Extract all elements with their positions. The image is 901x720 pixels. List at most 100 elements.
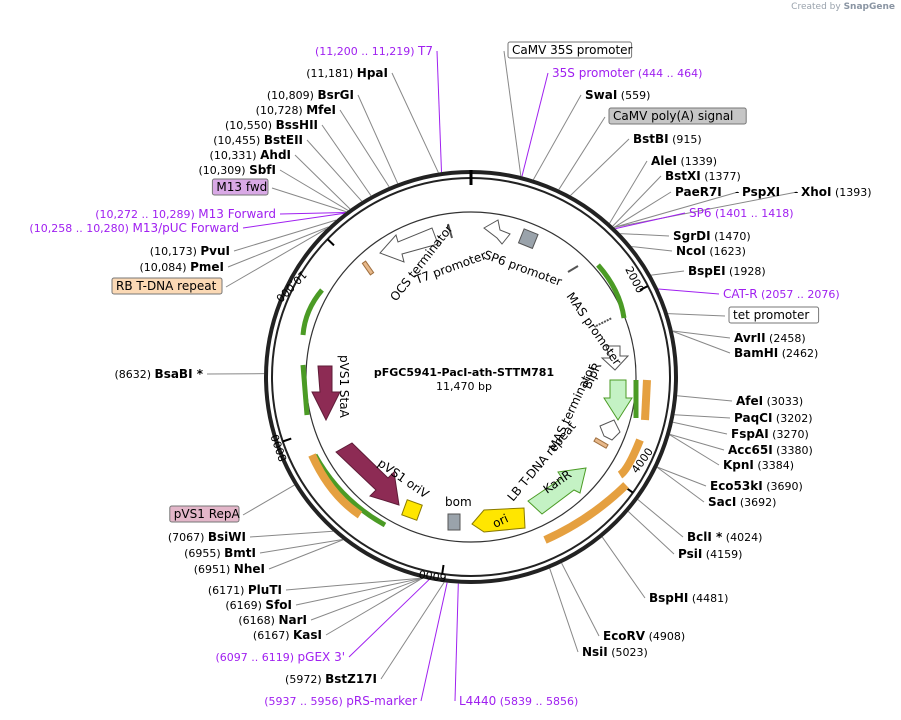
- leader-left-18: [268, 539, 344, 570]
- site-left-8-m13-fwd[interactable]: M13 fwd: [211, 178, 269, 196]
- site-left-17-bmti[interactable]: (6955) BmtI: [184, 546, 256, 560]
- site-left-21-nari[interactable]: (6168) NarI: [238, 613, 307, 627]
- site-left-0-t7[interactable]: (11,200 .. 11,219) T7: [315, 44, 433, 58]
- leader-left-7: [279, 169, 349, 211]
- site-right-15-tet-promoter[interactable]: tet promoter: [728, 306, 820, 324]
- site-left-13-rb-t-dna-repeat[interactable]: RB T-DNA repeat: [111, 277, 223, 295]
- site-right-12-ncoi[interactable]: NcoI (1623): [676, 244, 746, 258]
- inner-label-sp6-promoter: SP6 promoter: [482, 248, 564, 289]
- mas-terminator-arrow: [599, 419, 621, 441]
- leader-right-23: [657, 466, 707, 487]
- site-left-24-bstz17i[interactable]: (5972) BstZ17I: [285, 672, 377, 686]
- site-coord: (3692): [736, 496, 776, 509]
- site-right-18-afei[interactable]: AfeI (3033): [736, 394, 803, 408]
- site-right-2-swai[interactable]: SwaI (559): [585, 88, 650, 102]
- site-left-2-bsrgi[interactable]: (10,809) BsrGI: [267, 88, 354, 102]
- site-right-27-bsphi[interactable]: BspHI (4481): [649, 591, 728, 605]
- site-right-20-fspai[interactable]: FspAI (3270): [731, 427, 809, 441]
- site-left-20-sfoi[interactable]: (6169) SfoI: [225, 598, 292, 612]
- leader-left-1: [391, 72, 439, 173]
- site-coord: (11,181): [306, 67, 357, 80]
- site-right-13-bspei[interactable]: BspEI (1928): [688, 264, 766, 278]
- box-label-pvs1-repa: pVS1 RepA: [174, 507, 241, 521]
- site-left-10-m13-puc-forward[interactable]: (10,258 .. 10,280) M13/pUC Forward: [29, 221, 239, 235]
- orange-arc-3: [617, 438, 644, 479]
- site-left-3-mfei[interactable]: (10,728) MfeI: [256, 103, 336, 117]
- site-right-8-pspxi[interactable]: PspXI: [742, 185, 780, 199]
- site-name: PaqCI: [734, 411, 772, 425]
- site-left-15-pvs1-repa[interactable]: pVS1 RepA: [169, 505, 241, 523]
- plasmid-name: pFGC5941-PacI-ath-STTM781: [374, 366, 554, 379]
- leader-left-4: [321, 124, 372, 197]
- site-left-25-prs-marker[interactable]: (5937 .. 5956) pRS-marker: [264, 694, 417, 708]
- site-left-7-sbfi[interactable]: (10,309) SbfI: [199, 163, 277, 177]
- tick-mark-2: [441, 564, 445, 575]
- leader-right-7: [613, 191, 672, 228]
- site-left-23-pgex-3[interactable]: (6097 .. 6119) pGEX 3': [215, 650, 345, 664]
- site-left-19-pluti[interactable]: (6171) PluTI: [208, 583, 282, 597]
- site-right-1-35s-promoter[interactable]: 35S promoter (444 .. 464): [552, 66, 702, 80]
- site-left-1-hpai[interactable]: (11,181) HpaI: [306, 66, 388, 80]
- mas-promoter-arrow: [600, 345, 630, 371]
- site-right-29-nsii[interactable]: NsiI (5023): [582, 645, 648, 659]
- site-coord: (5937 .. 5956): [264, 695, 346, 708]
- site-right-23-eco53ki[interactable]: Eco53kI (3690): [710, 479, 803, 493]
- site-name: NcoI: [676, 244, 706, 258]
- site-name: BspEI: [688, 264, 726, 278]
- site-right-21-acc65i[interactable]: Acc65I (3380): [728, 443, 813, 457]
- site-right-7-paer7i[interactable]: PaeR7I: [675, 185, 722, 199]
- site-left-5-bsteii[interactable]: (10,455) BstEII: [213, 133, 303, 147]
- site-left-4-bsshii[interactable]: (10,550) BssHII: [225, 118, 318, 132]
- plasmid-size: 11,470 bp: [436, 380, 492, 393]
- site-left-14-bsabi[interactable]: (8632) BsaBI *: [114, 367, 203, 381]
- site-text-ecorv: EcoRV (4908): [603, 629, 685, 643]
- site-left-6-ahdi[interactable]: (10,331) AhdI: [210, 148, 291, 162]
- site-name: BamHI: [734, 346, 778, 360]
- site-name: SP6: [689, 206, 712, 220]
- site-left-18-nhei[interactable]: (6951) NheI: [194, 562, 265, 576]
- site-right-9-xhoi[interactable]: XhoI (1393): [801, 185, 872, 199]
- yellow-block: [401, 499, 423, 521]
- site-right-30-l4440[interactable]: L4440 (5839 .. 5856): [459, 694, 578, 708]
- site-right-6-bstxi[interactable]: BstXI (1377): [665, 169, 741, 183]
- site-right-25-bcli[interactable]: BclI * (4024): [687, 530, 762, 544]
- site-right-28-ecorv[interactable]: EcoRV (4908): [603, 629, 685, 643]
- site-name: 35S promoter: [552, 66, 634, 80]
- site-right-17-bamhi[interactable]: BamHI (2462): [734, 346, 818, 360]
- site-right-0-camv-35s-promoter[interactable]: CaMV 35S promoter: [507, 41, 633, 59]
- site-coord: (3690): [763, 480, 803, 493]
- site-right-26-psii[interactable]: PsiI (4159): [678, 547, 742, 561]
- leader-left-3: [339, 109, 390, 188]
- site-coord: (10,331): [210, 149, 261, 162]
- site-left-11-pvui[interactable]: (10,173) PvuI: [150, 244, 230, 258]
- blpr-arrow: [603, 379, 633, 421]
- site-coord: (4908): [645, 630, 685, 643]
- site-text-sp6: SP6 (1401 .. 1418): [689, 206, 794, 220]
- site-name: PluTI: [248, 583, 282, 597]
- site-right-22-kpni[interactable]: KpnI (3384): [723, 458, 794, 472]
- site-text-kpni: KpnI (3384): [723, 458, 794, 472]
- site-left-12-pmei[interactable]: (10,084) PmeI: [140, 260, 224, 274]
- site-right-14-cat-r[interactable]: CAT-R (2057 .. 2076): [723, 287, 840, 301]
- box-pvs1-repa: [169, 505, 240, 523]
- site-name: BstZ17I: [325, 672, 377, 686]
- orange-arc-2: [641, 379, 651, 421]
- site-right-5-alei[interactable]: AleI (1339): [651, 154, 717, 168]
- site-right-16-avrii[interactable]: AvrII (2458): [734, 331, 806, 345]
- leader-left-23: [348, 579, 430, 658]
- site-right-10-sp6[interactable]: SP6 (1401 .. 1418): [689, 206, 794, 220]
- site-right-4-bstbi[interactable]: BstBI (915): [633, 132, 702, 146]
- site-right-19-paqci[interactable]: PaqCI (3202): [734, 411, 813, 425]
- leader-right-27: [601, 536, 646, 599]
- site-right-24-saci[interactable]: SacI (3692): [708, 495, 776, 509]
- site-text-hpai: (11,181) HpaI: [306, 66, 388, 80]
- leader-right-28: [561, 562, 600, 637]
- site-right-3-camv-poly-a-signal[interactable]: CaMV poly(A) signal: [608, 107, 747, 125]
- site-left-22-kasi[interactable]: (6167) KasI: [253, 628, 322, 642]
- site-left-16-bsiwi[interactable]: (7067) BsiWI: [168, 530, 246, 544]
- site-left-9-m13-forward[interactable]: (10,272 .. 10,289) M13 Forward: [95, 207, 276, 221]
- site-coord: (2458): [766, 332, 806, 345]
- site-name: BstEII: [264, 133, 303, 147]
- site-coord: (5023): [608, 646, 648, 659]
- site-right-11-sgrdi[interactable]: SgrDI (1470): [673, 229, 751, 243]
